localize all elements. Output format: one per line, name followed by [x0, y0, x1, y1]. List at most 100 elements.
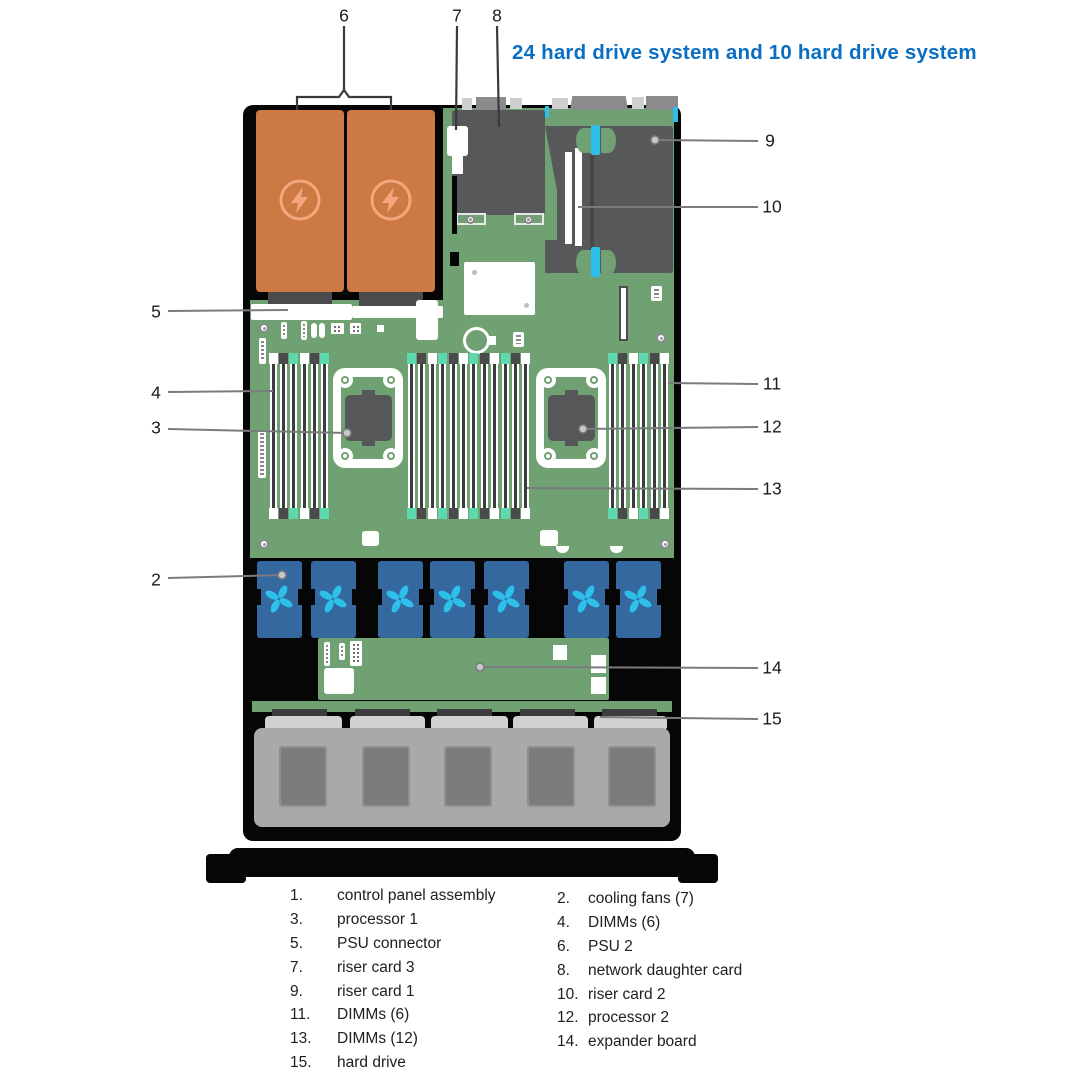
dimm-bank-middle-slot	[481, 364, 488, 508]
riser-card-2-slot	[575, 148, 582, 246]
psu-1	[256, 110, 344, 292]
cooling-fan	[483, 561, 530, 638]
dimm-bank-middle-slot	[470, 364, 477, 508]
dimm-latch	[417, 508, 426, 519]
drive-carrier-tab	[265, 716, 342, 729]
expander-connector	[591, 677, 606, 694]
hard-drive	[279, 746, 327, 807]
legend-label: network daughter card	[588, 961, 743, 979]
screw-icon	[524, 215, 533, 224]
dimm-bank-right-slot	[630, 364, 637, 508]
dimm-latch	[618, 353, 627, 364]
cooling-fan	[429, 561, 476, 638]
legend-label: DIMMs (12)	[337, 1030, 418, 1048]
legend-label: processor 1	[337, 910, 418, 928]
dimm-latch	[469, 353, 478, 364]
callout-riser-card-3: 7	[452, 5, 462, 26]
dimm-latch	[639, 353, 648, 364]
dimm-latch	[407, 353, 416, 364]
dimm-latch	[660, 353, 669, 364]
psu-connector	[251, 304, 352, 320]
hard-drive	[608, 746, 656, 807]
callout-expander-board: 14	[762, 657, 782, 678]
fan-blades-icon	[438, 585, 466, 613]
legend-label: hard drive	[337, 1054, 406, 1072]
screw-icon	[259, 539, 269, 549]
dimm-bank-left-slot	[290, 364, 297, 508]
screw-icon	[472, 270, 477, 275]
hard-drive	[527, 746, 575, 807]
legend-label: processor 2	[588, 1009, 669, 1027]
drive-carrier-tab	[350, 716, 425, 729]
legend-item: 6.PSU 2	[557, 935, 742, 959]
dimm-bank-right-slot	[619, 364, 626, 508]
dimm-latch	[608, 353, 617, 364]
drive-carrier-tab	[513, 716, 588, 729]
screw-icon	[259, 323, 269, 333]
dimm-latch	[459, 353, 468, 364]
dimm-bank-middle-slot	[418, 364, 425, 508]
cooling-fan	[615, 561, 662, 638]
callout-processor-1: 3	[151, 417, 161, 438]
dimm-latch	[639, 508, 648, 519]
rear-port-icon	[552, 98, 568, 109]
legend-item: 5.PSU connector	[290, 932, 496, 956]
legend-number: 1.	[290, 886, 303, 904]
dimm-bank-middle-slot	[502, 364, 509, 508]
legend-label: control panel assembly	[337, 886, 496, 904]
dimm-bank-left-slot	[280, 364, 287, 508]
expander-connector	[339, 643, 345, 660]
dimm-latch	[490, 353, 499, 364]
dimm-bank-middle-slot	[460, 364, 467, 508]
dimm-bank-right-slot	[651, 364, 658, 508]
edge-connector	[259, 338, 266, 364]
legend-label: riser card 3	[337, 958, 415, 976]
dimm-latch	[490, 508, 499, 519]
legend-item: 9.riser card 1	[290, 980, 496, 1004]
fan-blades-icon	[386, 585, 414, 613]
coin-battery	[463, 327, 490, 354]
dimm-latch	[279, 353, 288, 364]
diagram-title: 24 hard drive system and 10 hard drive s…	[512, 41, 977, 64]
legend-item: 7. riser card 3	[290, 956, 496, 980]
dimm-latch	[459, 508, 468, 519]
dimm-bank-middle-slot	[429, 364, 436, 508]
dimm-latch	[310, 508, 319, 519]
dimm-bank-left-slot	[311, 364, 318, 508]
rear-port-icon	[462, 98, 472, 110]
dimm-latch	[501, 353, 510, 364]
rear-port-icon	[476, 97, 506, 110]
legend-number: 5.	[290, 934, 303, 952]
touch-point-latch	[591, 125, 600, 155]
dimm-latch	[511, 353, 520, 364]
lightning-bolt-circle-icon	[279, 179, 321, 221]
psu-2	[347, 110, 435, 292]
sata-connector	[311, 323, 317, 338]
callout-psu-connector: 5	[151, 301, 161, 322]
fan-power-connector	[540, 530, 558, 546]
hard-drive-backplane	[252, 701, 672, 712]
dimm-latch	[650, 353, 659, 364]
psu1-connector-foot	[268, 290, 332, 308]
dimm-latch	[449, 508, 458, 519]
legend-number: 15.	[290, 1054, 312, 1072]
touch-point	[576, 128, 591, 153]
legend-item: 1. control panel assembly	[290, 884, 496, 908]
hard-drive	[444, 746, 492, 807]
legend-number: 7.	[290, 958, 303, 976]
legend-number: 11.	[290, 1006, 311, 1024]
legend-item: 3.processor 1	[290, 908, 496, 932]
dimm-latch	[511, 508, 520, 519]
touch-point	[601, 250, 616, 275]
callout-hard-drive: 15	[762, 708, 782, 729]
fan-blades-icon	[319, 585, 347, 613]
legend-number: 8.	[557, 961, 570, 979]
release-latch-icon	[545, 106, 549, 118]
dimm-latch	[438, 508, 447, 519]
callout-network-daughter-card: 8	[492, 5, 502, 26]
expander-connector	[350, 641, 362, 666]
dimm-bank-middle-slot	[408, 364, 415, 508]
dimm-latch	[501, 508, 510, 519]
screw-icon	[466, 215, 475, 224]
